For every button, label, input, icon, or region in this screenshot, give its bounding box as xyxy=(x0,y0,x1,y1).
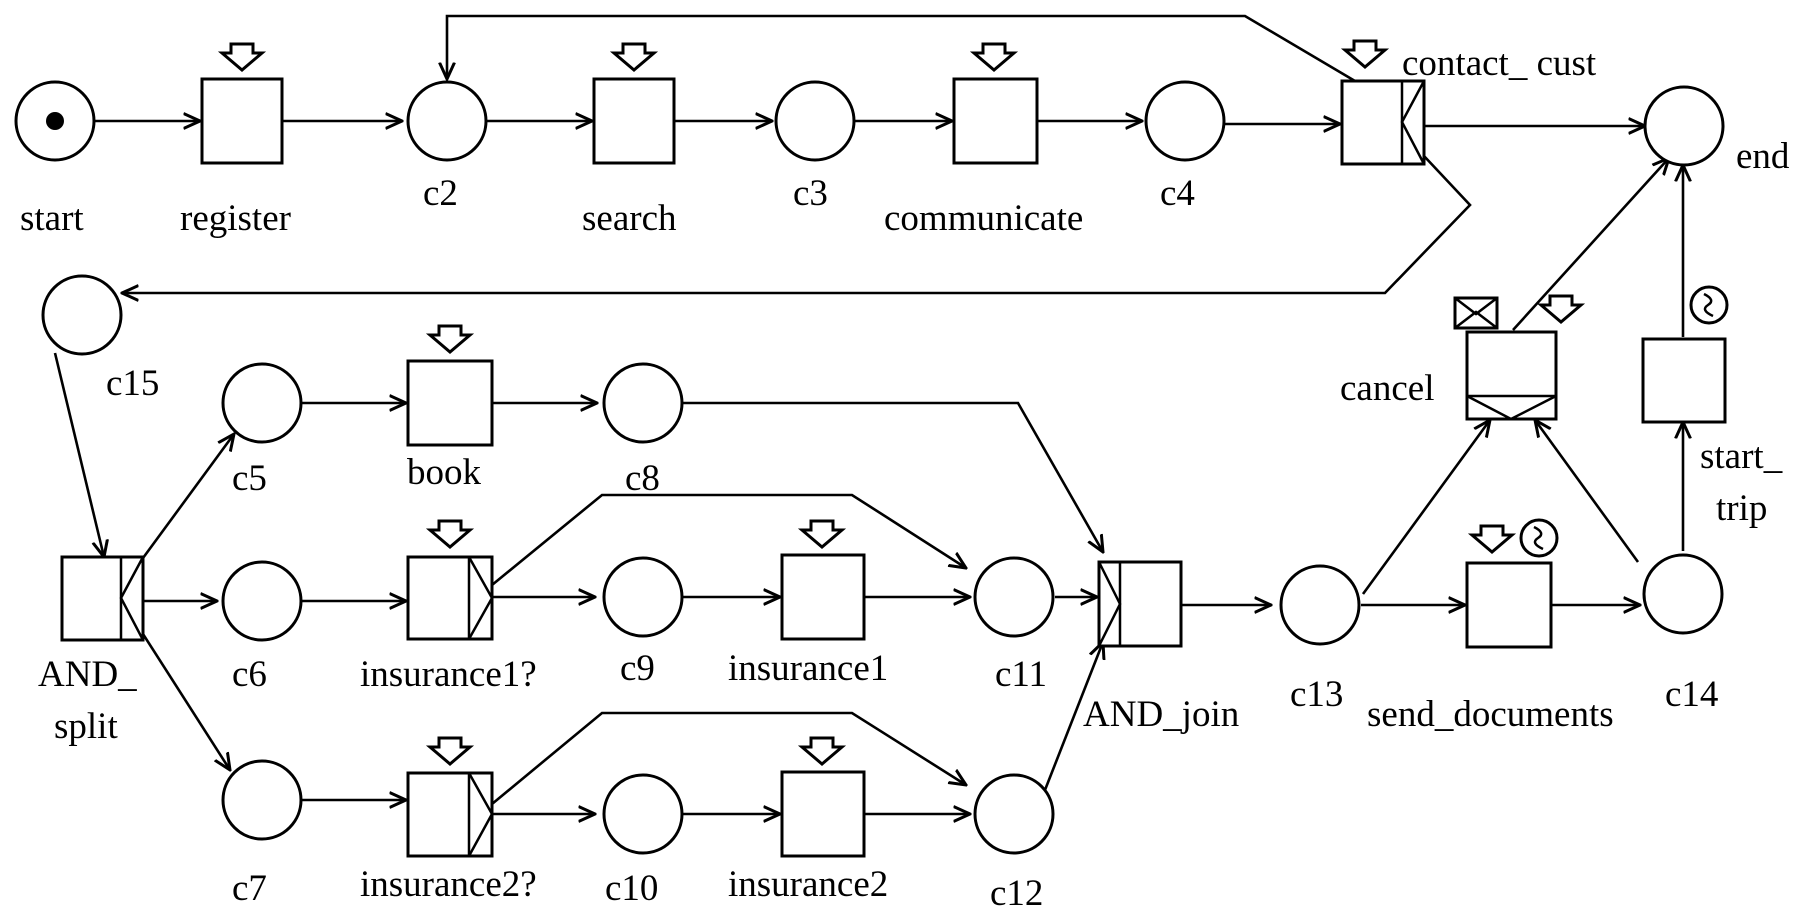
place-c7 xyxy=(221,759,303,841)
place-label-start: start xyxy=(20,198,84,239)
place-c13 xyxy=(1279,564,1361,646)
user-trigger-icon xyxy=(1343,39,1387,69)
arc-contact-cust-c15 xyxy=(122,155,1472,293)
place-c4 xyxy=(1144,80,1226,162)
transition-label-insurance1q: insurance1? xyxy=(360,654,537,695)
place-label-c11: c11 xyxy=(995,654,1047,695)
user-trigger-icon xyxy=(972,42,1016,72)
place-c11 xyxy=(973,556,1055,638)
clock-trigger-icon xyxy=(1519,518,1559,558)
transition-label-and-split-1: AND_ xyxy=(38,654,137,695)
transition-label-and-join: AND_join xyxy=(1083,694,1239,735)
place-label-end: end xyxy=(1736,136,1790,177)
transition-send-documents xyxy=(1465,561,1553,649)
user-trigger-icon xyxy=(428,324,472,354)
labels: start register c2 search c3 communicate … xyxy=(20,43,1790,913)
transition-label-and-split-2: split xyxy=(54,706,118,747)
transitions xyxy=(60,77,1727,858)
place-c5 xyxy=(221,362,303,444)
place-label-c4: c4 xyxy=(1160,173,1195,214)
transition-insurance1 xyxy=(780,553,866,641)
place-label-c14: c14 xyxy=(1665,674,1718,715)
transition-label-insurance2q: insurance2? xyxy=(360,864,537,905)
user-trigger-icon xyxy=(428,736,472,766)
place-label-c13: c13 xyxy=(1290,674,1343,715)
arc-insurance1q-c11 xyxy=(491,493,966,587)
transition-label-search: search xyxy=(582,198,677,239)
place-label-c6: c6 xyxy=(232,654,267,695)
transition-label-book: book xyxy=(407,452,482,493)
place-c2 xyxy=(406,80,488,162)
transition-insurance2q xyxy=(406,771,494,858)
place-c10 xyxy=(602,773,684,855)
user-trigger-icon xyxy=(220,42,264,72)
transition-label-insurance1: insurance1 xyxy=(728,648,888,689)
transition-insurance2 xyxy=(780,770,866,858)
clock-trigger-icon xyxy=(1689,285,1729,325)
user-trigger-icon xyxy=(1470,524,1514,554)
transition-cancel xyxy=(1465,330,1558,421)
place-label-c7: c7 xyxy=(232,868,267,909)
arc-c12-and-join xyxy=(1043,642,1103,791)
transition-label-contact-cust: contact_ cust xyxy=(1402,43,1597,84)
transition-label-insurance2: insurance2 xyxy=(728,864,888,905)
transition-label-send-documents: send_documents xyxy=(1367,694,1614,735)
transition-contact-cust xyxy=(1340,79,1426,166)
place-label-c15: c15 xyxy=(106,363,159,404)
place-label-c8: c8 xyxy=(625,458,660,499)
user-trigger-icon xyxy=(1539,294,1583,324)
transition-start-trip xyxy=(1641,337,1727,424)
transition-communicate xyxy=(952,77,1039,165)
place-label-c9: c9 xyxy=(620,648,655,689)
transition-and-join xyxy=(1097,560,1183,648)
place-c9 xyxy=(602,556,684,638)
user-trigger-icon xyxy=(612,42,656,72)
arc-and-split-c5 xyxy=(141,434,234,559)
transition-label-register: register xyxy=(180,198,291,239)
arc-c13-cancel xyxy=(1361,420,1490,595)
place-label-c3: c3 xyxy=(793,173,828,214)
transition-insurance1q xyxy=(406,555,494,641)
user-trigger-icon xyxy=(800,519,844,549)
user-trigger-icon xyxy=(428,519,472,549)
place-c14 xyxy=(1642,553,1724,635)
arc-c15-and-split xyxy=(53,352,104,557)
place-label-c10: c10 xyxy=(605,868,658,909)
transition-register xyxy=(200,77,284,165)
arc-cancel-end xyxy=(1512,158,1669,331)
transition-and-split xyxy=(60,555,145,642)
transition-label-cancel: cancel xyxy=(1340,368,1434,409)
arc-insurance2q-c12 xyxy=(491,711,966,806)
arc-c14-cancel xyxy=(1535,420,1640,563)
place-c6 xyxy=(221,560,303,642)
transition-label-communicate: communicate xyxy=(884,198,1083,239)
arcs xyxy=(53,14,1683,814)
arc-c8-and-join xyxy=(682,401,1103,552)
place-c15 xyxy=(41,274,123,356)
triggers xyxy=(220,39,1729,766)
place-end xyxy=(1643,85,1725,167)
place-c12 xyxy=(973,773,1055,855)
places xyxy=(14,80,1725,855)
message-trigger-icon xyxy=(1453,296,1499,330)
place-c3 xyxy=(774,80,856,162)
user-trigger-icon xyxy=(800,736,844,766)
transition-book xyxy=(406,359,494,447)
transition-search xyxy=(592,77,676,165)
transition-label-start-trip-2: trip xyxy=(1716,488,1767,529)
arc-and-split-c7 xyxy=(141,633,230,770)
place-label-c5: c5 xyxy=(232,458,267,499)
place-c8 xyxy=(602,362,684,444)
place-start-token xyxy=(46,112,64,130)
transition-label-start-trip-1: start_ xyxy=(1700,436,1783,477)
place-label-c2: c2 xyxy=(423,173,458,214)
arc-contact-cust-c2 xyxy=(447,14,1356,83)
place-label-c12: c12 xyxy=(990,873,1043,913)
